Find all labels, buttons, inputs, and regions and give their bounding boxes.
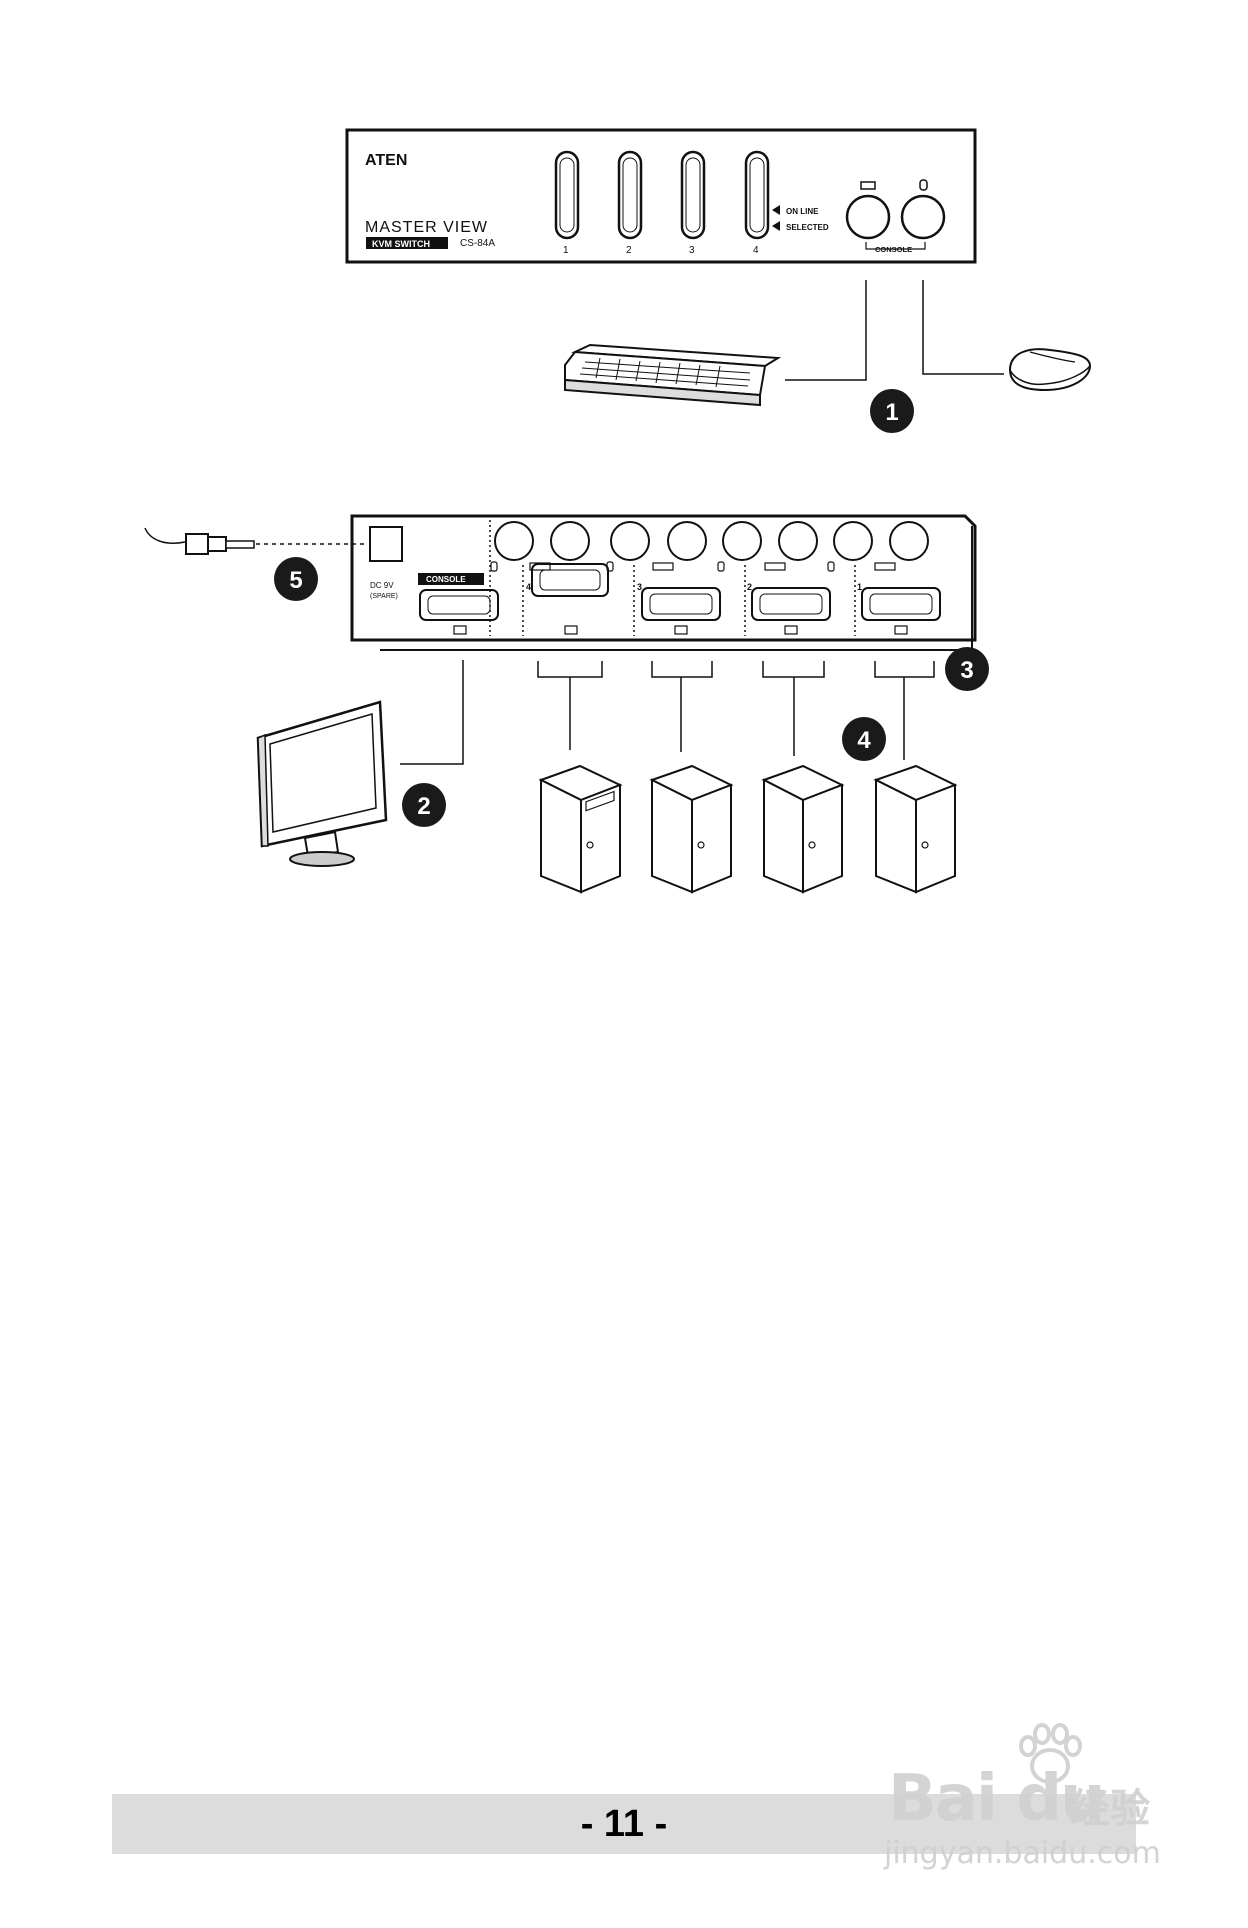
port-number-1: 1 [563, 245, 569, 256]
keyboard-icon [564, 343, 782, 407]
svg-text:1: 1 [885, 399, 898, 426]
port-button-1[interactable] [554, 150, 580, 240]
power-adapter-icon [144, 527, 368, 555]
brand-logo: ATEN [365, 152, 407, 169]
online-label: ON LINE [786, 207, 819, 216]
power-jack [369, 526, 403, 562]
callout-2: 2 [402, 783, 446, 827]
svg-text:2: 2 [417, 793, 430, 820]
console-label-rear: CONSOLE [426, 575, 466, 584]
page-number: - 11 - [580, 1803, 668, 1845]
mouse-icon [1008, 348, 1092, 392]
cpu-port-group-2 [722, 521, 831, 621]
selected-led-icon [772, 221, 780, 231]
port-button-4[interactable] [744, 150, 770, 240]
console-label-front: CONSOLE [875, 245, 912, 254]
console-keyboard-port [845, 194, 891, 240]
watermark-url: jingyan.baidu.com [884, 1836, 1161, 1871]
cpu-port-group-1 [833, 521, 941, 621]
cpu-port-group-4 [494, 521, 609, 597]
port-number-2: 2 [626, 245, 632, 256]
computer-icon-4 [538, 764, 623, 894]
svg-text:4: 4 [857, 727, 871, 754]
watermark-cn: 经验 [1070, 1786, 1150, 1832]
console-mouse-port [900, 194, 946, 240]
callout-1: 1 [870, 389, 914, 433]
front-panel: ATEN MASTER VIEW KVM SWITCH CS-84A 1 2 3… [345, 128, 977, 264]
baidu-watermark: Bai du 经验 jingyan.baidu.com [870, 1720, 1190, 1871]
keyboard-port-icon [860, 181, 876, 190]
svg-text:5: 5 [289, 567, 302, 594]
port-number-3: 3 [689, 245, 695, 256]
rear-port-number-2: 2 [747, 582, 752, 592]
port-number-4: 4 [753, 245, 759, 256]
spare-label: (SPARE) [370, 593, 398, 600]
svg-text:3: 3 [960, 657, 973, 684]
watermark-logo: Bai du [888, 1762, 1106, 1836]
port-button-2[interactable] [617, 150, 643, 240]
callout-3: 3 [945, 647, 989, 691]
callout-5: 5 [274, 557, 318, 601]
cpu-port-group-3 [610, 521, 721, 621]
mouse-port-icon [919, 179, 928, 191]
online-led-icon [772, 205, 780, 215]
rear-port-number-4: 4 [526, 582, 531, 592]
callout-4: 4 [842, 717, 886, 761]
model-label: CS-84A [460, 238, 495, 249]
selected-label: SELECTED [786, 223, 829, 232]
kvm-switch-label: KVM SWITCH [372, 239, 430, 249]
console-vga-port [419, 589, 499, 621]
monitor-icon [256, 700, 388, 867]
power-label: DC 9V [370, 581, 394, 590]
rear-port-number-1: 1 [857, 582, 862, 592]
rear-port-number-3: 3 [637, 582, 642, 592]
footer-bar: - 11 - [112, 1794, 1136, 1854]
rear-panel: DC 9V (SPARE) CONSOLE 4 3 [350, 514, 977, 651]
paw-icon [1019, 1723, 1082, 1784]
computer-icon-1 [873, 764, 958, 894]
computer-icon-2 [761, 764, 845, 894]
computer-icon-3 [649, 764, 734, 894]
product-name: MASTER VIEW [365, 219, 488, 236]
port-button-3[interactable] [680, 150, 706, 240]
